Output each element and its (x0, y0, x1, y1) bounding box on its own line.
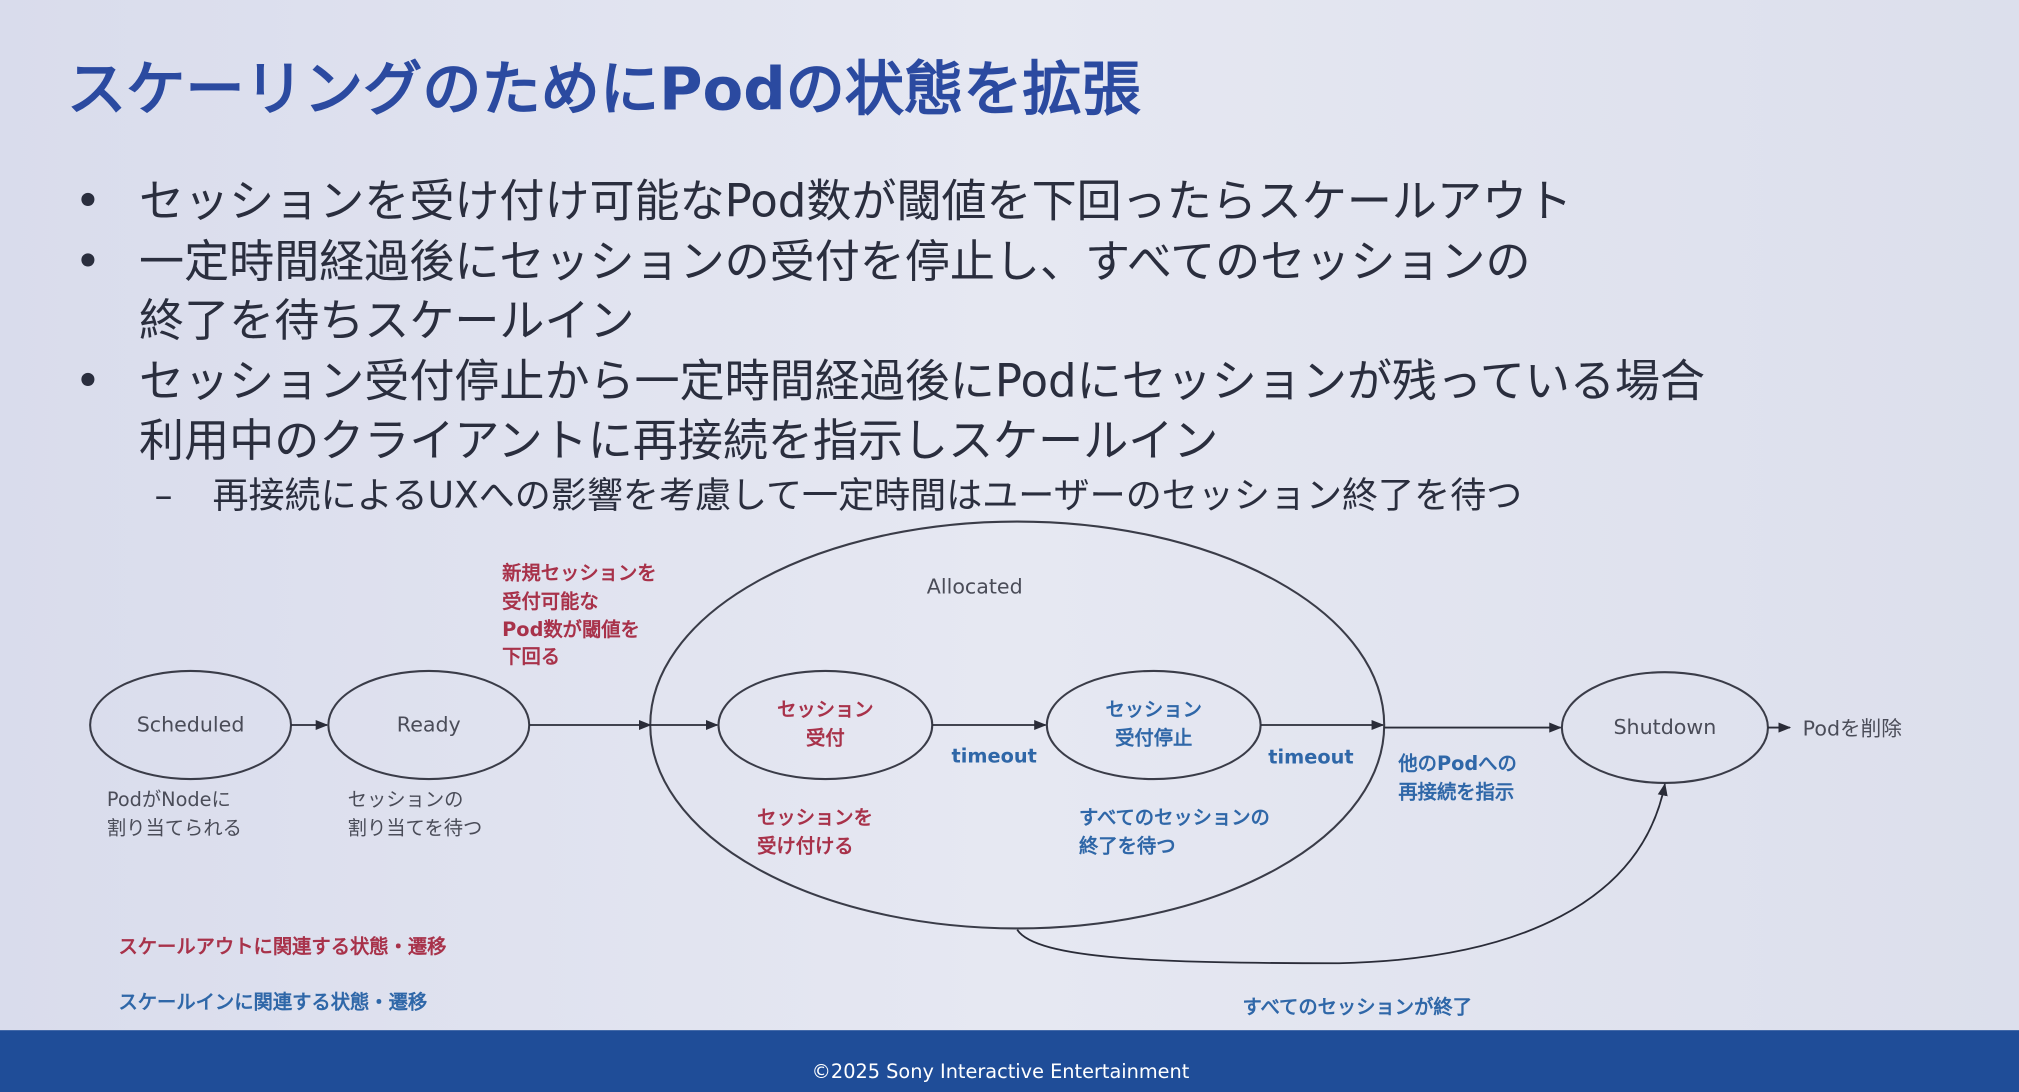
delete-pod-label: Podを削除 (1803, 716, 1903, 740)
bullet-3-line-2: 利用中のクライアントに再接続を指示しスケールイン (139, 414, 1218, 467)
state-diagram: Allocated Scheduled Ready セッション 受付 セッション… (89, 520, 1903, 1018)
arrow-all-ended-shutdown (1016, 782, 1668, 965)
bullet-3-line-1: セッション受付停止から一定時間経過後にPodにセッションが残っている場合 (139, 355, 1705, 408)
timeout-label-2: timeout (1268, 746, 1353, 769)
scheduled-desc: 割り当てられる (107, 816, 242, 839)
bullet-list: • セッションを受け付け可能なPod数が閾値を下回ったらスケールアウト • 一定… (75, 174, 1705, 516)
state-ready-label: Ready (397, 712, 461, 736)
footer-bar (0, 1030, 2019, 1092)
state-allocated-label: Allocated (927, 575, 1023, 599)
bullet-2-line-1: 一定時間経過後にセッションの受付を停止し、すべてのセッションの (139, 235, 1530, 288)
state-session-accept-label: セッション (777, 698, 873, 721)
ready-desc: 割り当てを待つ (348, 816, 483, 839)
accept-desc: セッションを (757, 806, 873, 829)
legend-scale-in: スケールインに関連する状態・遷移 (118, 990, 427, 1013)
bullet-1-line-1: セッションを受け付け可能なPod数が閾値を下回ったらスケールアウト (139, 174, 1572, 227)
slide-title: スケーリングのためにPodの状態を拡張 (67, 54, 1142, 123)
state-shutdown-label: Shutdown (1613, 715, 1716, 739)
legend-scale-out: スケールアウトに関連する状態・遷移 (118, 935, 446, 958)
stop-desc: 終了を待つ (1079, 834, 1175, 857)
bullet-dot: • (75, 235, 102, 288)
stop-desc: すべてのセッションの (1079, 806, 1270, 829)
scale-out-trigger: 受付可能な (502, 590, 598, 613)
scale-out-trigger: 下回る (502, 645, 560, 668)
footer-copyright: ©2025 Sony Interactive Entertainment (812, 1060, 1190, 1083)
bullet-dot: • (75, 174, 102, 227)
sub-bullet: 再接続によるUXへの影響を考慮して一定時間はユーザーのセッション終了を待つ (212, 474, 1522, 516)
sub-bullet-dash: – (155, 474, 173, 516)
state-scheduled-label: Scheduled (137, 712, 245, 736)
reconnect-label: 他のPodへの (1397, 752, 1516, 775)
state-session-accept-label: 受付 (806, 726, 845, 749)
state-session-stop-label: セッション (1105, 698, 1201, 721)
state-scheduled (89, 669, 293, 781)
state-session-stop-label: 受付停止 (1115, 726, 1192, 749)
all-ended-label: すべてのセッションが終了 (1243, 995, 1472, 1018)
scale-out-trigger: 新規セッションを (502, 561, 656, 584)
bullet-dot: • (75, 355, 102, 408)
ready-desc: セッションの (348, 788, 464, 811)
timeout-label-1: timeout (952, 744, 1037, 767)
scale-out-trigger: Pod数が閾値を (502, 618, 640, 641)
bullet-2-line-2: 終了を待ちスケールイン (139, 294, 634, 347)
scheduled-desc: PodがNodeに (107, 788, 231, 811)
accept-desc: 受け付ける (757, 834, 853, 857)
reconnect-label: 再接続を指示 (1398, 780, 1514, 803)
